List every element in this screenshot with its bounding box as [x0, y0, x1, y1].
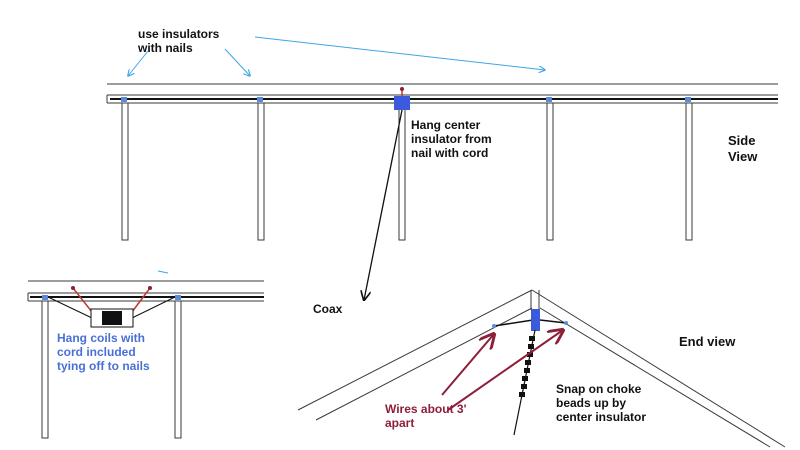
hang-center-note: Hang center insulator from nail with cor… — [411, 118, 492, 160]
detail-insulator-left — [42, 295, 48, 300]
coil-lead-right — [131, 296, 176, 319]
hang-center-line-2: insulator from — [411, 132, 492, 146]
insulator-pointers — [128, 36, 545, 76]
wires-arrow-right — [447, 330, 563, 411]
snap-on-note: Snap on choke beads up by center insulat… — [556, 382, 646, 424]
insulator-note: use insulators with nails — [138, 27, 219, 55]
choke-bead-8 — [519, 392, 525, 397]
center-nail — [400, 87, 404, 91]
coil-body — [102, 311, 122, 325]
snap-on-line-2: beads up by — [556, 396, 627, 410]
choke-bead-7 — [521, 384, 527, 389]
pointer-arrow-3 — [254, 36, 545, 70]
side-view-frame — [106, 83, 778, 241]
choke-beads — [519, 336, 535, 397]
roof-inner-right — [539, 307, 771, 448]
coil-nail-right — [148, 286, 152, 290]
wires-apart-line-1: Wires about 3' — [385, 402, 467, 416]
coax-label: Coax — [313, 302, 343, 316]
side-post-2 — [257, 102, 265, 241]
end-wire-left — [493, 319, 534, 327]
hang-coils-line-3: tying off to nails — [57, 359, 150, 373]
choke-bead-5 — [524, 368, 530, 373]
side-post-1 — [121, 102, 129, 241]
side-insulators — [121, 97, 691, 102]
side-view-line-2: View — [728, 149, 758, 164]
detail-coil-assembly — [47, 286, 176, 328]
end-view-roof — [297, 289, 786, 448]
coax-line — [364, 109, 403, 300]
detail-insulator-right — [175, 295, 181, 300]
wires-apart-line-2: apart — [385, 416, 415, 430]
hang-coils-note: Hang coils with cord included tying off … — [57, 331, 150, 373]
end-wire-right-end — [564, 321, 568, 325]
detail-post-right — [174, 300, 182, 439]
side-post-5 — [685, 102, 693, 241]
snap-on-line-3: center insulator — [556, 410, 647, 424]
hang-center-line-1: Hang center — [411, 118, 481, 132]
choke-bead-1 — [529, 336, 535, 341]
wires-apart-note: Wires about 3' apart — [385, 402, 466, 430]
stray-tick — [157, 270, 169, 274]
side-insulator-4 — [685, 97, 691, 102]
side-post-4 — [546, 102, 554, 241]
side-view-label: Side View — [728, 133, 757, 165]
roof-outer-right — [531, 289, 786, 448]
coil-cord-right — [131, 287, 151, 313]
side-view-line-1: Side — [728, 133, 756, 148]
roof-inner-left — [315, 307, 533, 421]
insulator-note-line-1: use insulators — [138, 27, 220, 41]
side-center-insulator — [394, 96, 410, 110]
side-insulator-3 — [546, 97, 552, 102]
end-view-label: End view — [679, 334, 736, 349]
detail-post-left — [41, 300, 49, 439]
end-wire-left-end — [492, 324, 496, 328]
end-center-insulator — [531, 309, 540, 331]
pointer-arrow-1 — [128, 50, 149, 76]
choke-bead-2 — [528, 344, 534, 349]
roof-outer-left — [297, 289, 533, 411]
choke-bead-6 — [522, 376, 528, 381]
end-wire-right — [539, 319, 567, 324]
side-insulator-2 — [257, 97, 263, 102]
side-insulator-1 — [121, 97, 127, 102]
coil-cord-left — [72, 287, 93, 313]
insulator-note-line-2: with nails — [138, 41, 193, 55]
choke-bead-3 — [527, 352, 533, 357]
pointer-arrow-2 — [224, 48, 250, 76]
hang-center-line-3: nail with cord — [411, 146, 489, 160]
wires-arrow-left — [441, 334, 494, 396]
coil-nail-left — [71, 286, 75, 290]
hang-coils-line-1: Hang coils with — [57, 331, 146, 345]
hang-coils-line-2: cord included — [57, 345, 136, 359]
choke-bead-4 — [525, 360, 531, 365]
coil-lead-left — [47, 296, 93, 319]
snap-on-line-1: Snap on choke — [556, 382, 642, 396]
